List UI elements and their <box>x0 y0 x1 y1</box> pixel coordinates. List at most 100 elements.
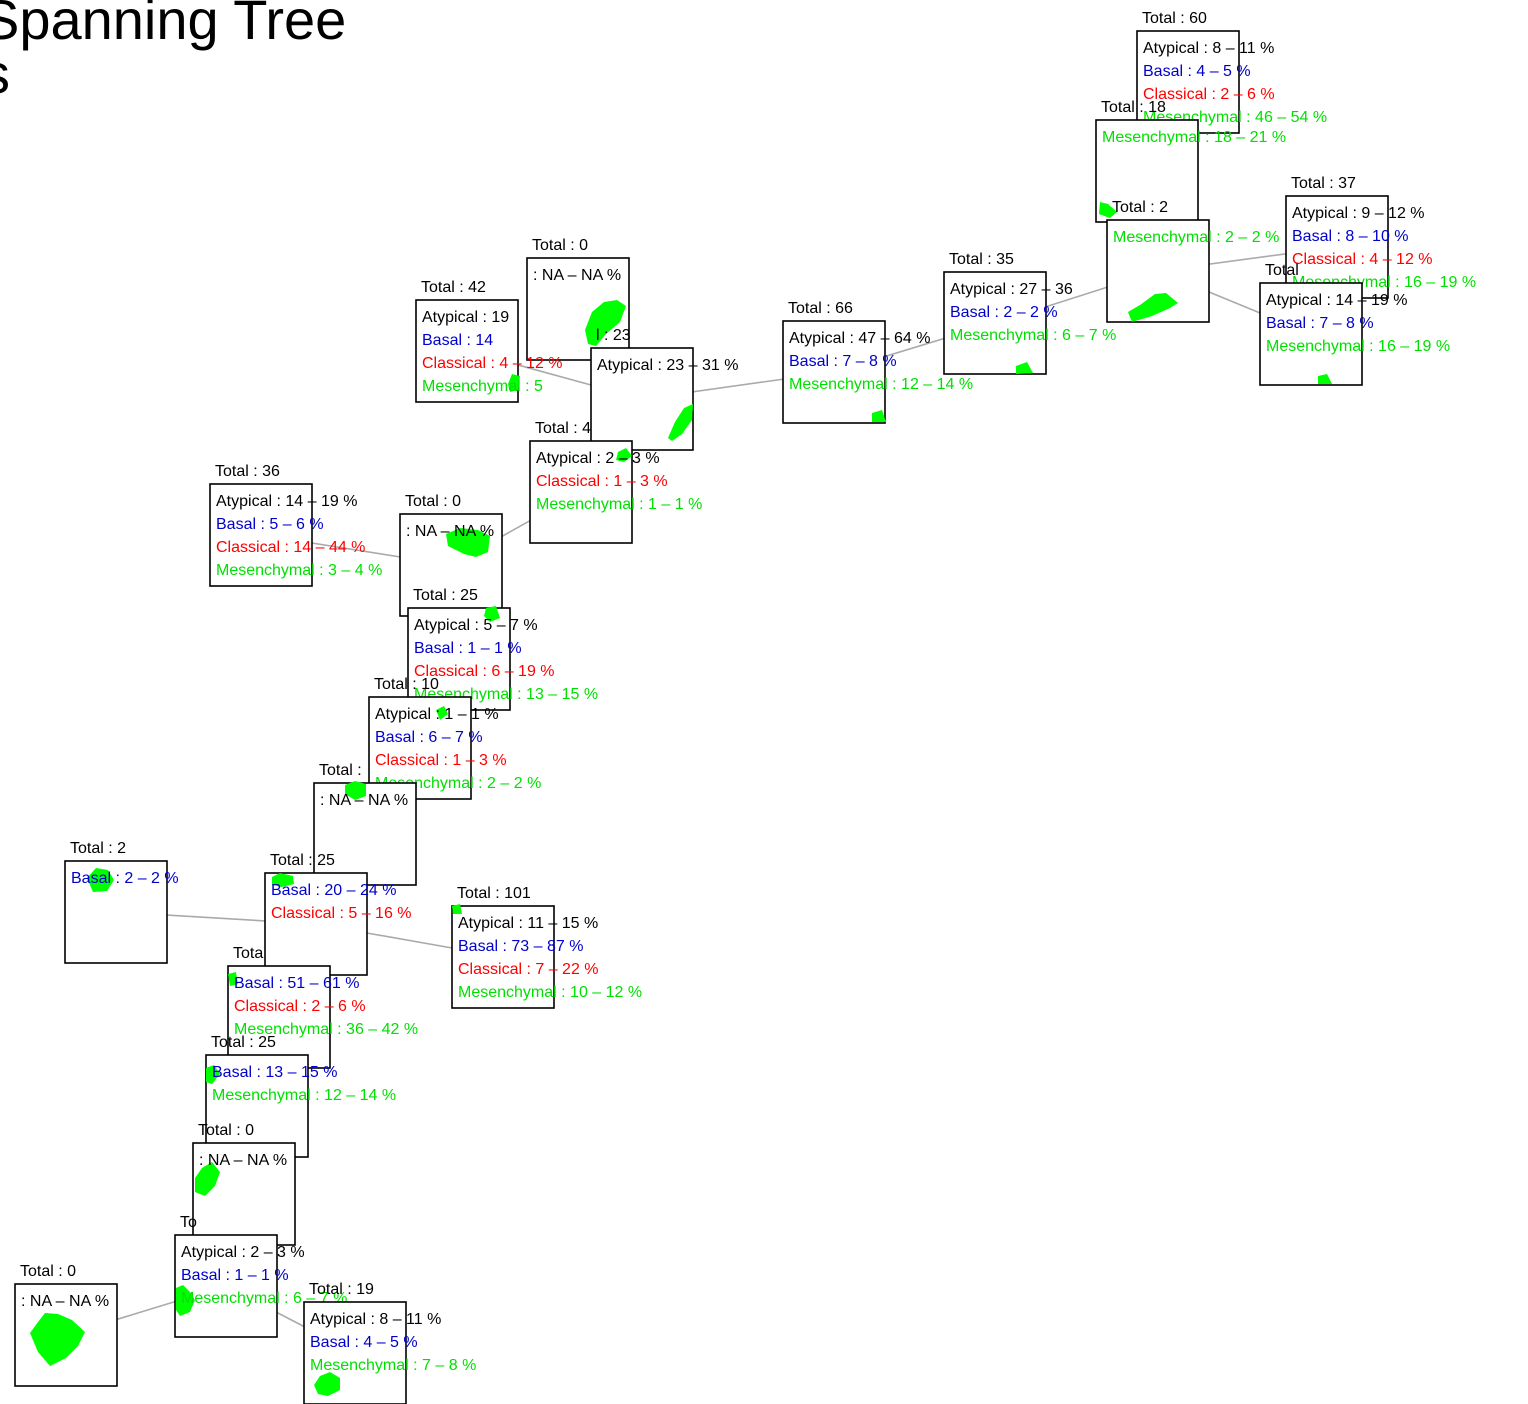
title-line-1: Spanning Tree <box>0 0 347 51</box>
node-frame <box>264 872 368 976</box>
node-mesenchymal-label: Mesenchymal : 3 – 4 % <box>216 562 382 579</box>
node-atypical-label: Atypical : 19 <box>422 309 509 326</box>
node-atypical-label: : NA – NA % <box>533 267 621 284</box>
node-mesenchymal-label: Mesenchymal : 12 – 14 % <box>212 1087 396 1104</box>
node-frame <box>227 965 331 1069</box>
node-classical-label: Classical : 14 – 44 % <box>216 539 365 556</box>
node-atypical-label: Atypical : 8 – 11 % <box>310 1311 441 1328</box>
node-frame <box>451 905 555 1009</box>
node-mesenchymal-label: Mesenchymal : 7 – 8 % <box>310 1357 476 1374</box>
node-basal-label: Basal : 20 – 24 % <box>271 882 396 899</box>
tree-node: Total : 0 : NA – NA % <box>526 237 630 361</box>
node-total-label: Total : <box>319 762 362 779</box>
tree-node: Total : 25 Basal : 20 – 24 % Classical : 5… <box>264 852 412 976</box>
node-map-blob <box>484 606 500 622</box>
node-classical-label: Classical : 6 – 19 % <box>414 663 555 680</box>
node-frame <box>205 1054 309 1158</box>
node-map-blob <box>452 904 462 914</box>
node-total-label: Total : 0 <box>405 493 461 510</box>
node-total-label: Tota <box>233 945 263 962</box>
node-basal-label: Basal : 1 – 1 % <box>181 1267 289 1284</box>
node-frame <box>415 299 519 403</box>
node-total-label: Total : 0 <box>532 237 588 254</box>
title-line-2: s <box>0 46 10 102</box>
node-basal-label: Basal : 4 – 5 % <box>1143 63 1251 80</box>
node-map-blob <box>1128 293 1178 322</box>
node-total-label: Total : 36 <box>215 463 280 480</box>
node-mesenchymal-label: Mesenchymal : 16 – 19 % <box>1266 338 1450 355</box>
node-atypical-label: Atypical : 8 – 11 % <box>1143 40 1274 57</box>
node-atypical-label: Atypical : 27 – 36 <box>950 281 1073 298</box>
tree-node: Total : 18 Mesenchymal : 18 – 21 % <box>1095 99 1286 223</box>
node-atypical-label: Atypical : 14 – 19 % <box>1266 292 1407 309</box>
node-classical-label: Classical : 7 – 22 % <box>458 961 599 978</box>
node-classical-label: Classical : 1 – 3 % <box>375 752 507 769</box>
node-frame <box>1136 30 1240 134</box>
node-atypical-label: Atypical : 14 – 19 % <box>216 493 357 510</box>
node-frame <box>313 782 417 886</box>
node-total-label: Total : 4 <box>535 420 591 437</box>
node-mesenchymal-label: Mesenchymal : 18 – 21 % <box>1102 129 1286 146</box>
node-basal-label: Basal : 7 – 8 % <box>1266 315 1374 332</box>
node-basal-label: Basal : 51 – 61 % <box>234 975 359 992</box>
node-basal-label: Basal : 2 – 2 % <box>71 870 179 887</box>
node-map-blob <box>87 868 114 892</box>
node-frame <box>192 1142 296 1246</box>
node-map-blob <box>668 404 693 441</box>
tree-node: Total : 0: NA – NA % <box>14 1263 118 1387</box>
node-map-blob <box>228 972 238 986</box>
node-mesenchymal-label: Mesenchymal : 12 – 14 % <box>789 376 973 393</box>
node-classical-label: Classical : 2 – 6 % <box>1143 86 1275 103</box>
node-basal-label: Basal : 6 – 7 % <box>375 729 483 746</box>
node-total-label: Total : 66 <box>788 300 853 317</box>
node-basal-label: Basal : 8 – 10 % <box>1292 228 1409 245</box>
node-map-blob <box>314 1372 340 1396</box>
node-total-label: Total : 0 <box>198 1122 254 1139</box>
node-frame <box>943 271 1047 375</box>
node-atypical-label: : NA – NA % <box>199 1152 287 1169</box>
node-basal-label: Basal : 13 – 15 % <box>212 1064 337 1081</box>
node-frame <box>1095 119 1199 223</box>
node-atypical-label: : NA – NA % <box>21 1293 109 1310</box>
node-atypical-label: Atypical : 2 – 3 % <box>536 450 660 467</box>
node-mesenchymal-label: Mesenchymal : 5 <box>422 378 543 395</box>
node-frame <box>782 320 886 424</box>
node-map-blob <box>176 1285 195 1316</box>
node-frame <box>529 440 633 544</box>
tree-node: Total :: NA – NA % <box>313 762 417 886</box>
node-map-blob <box>30 1313 85 1366</box>
tree-node: Total : 0 : NA – NA % <box>399 493 503 617</box>
node-classical-label: Classical : 2 – 6 % <box>234 998 366 1015</box>
node-classical-label: Classical : 4 – 12 % <box>422 355 563 372</box>
node-total-label: Total : 19 <box>309 1281 374 1298</box>
node-basal-label: Basal : 73 – 87 % <box>458 938 583 955</box>
node-classical-label: Classical : 5 – 16 % <box>271 905 412 922</box>
node-total-label: Total : 42 <box>421 279 486 296</box>
node-frame <box>368 696 472 800</box>
tree-node: Total : 0 : NA – NA % <box>192 1122 296 1246</box>
node-map-blob <box>345 781 366 800</box>
node-map-blob <box>1099 202 1117 218</box>
node-mesenchymal-label: Mesenchymal : 1 – 1 % <box>536 496 702 513</box>
node-basal-label: Basal : 1 – 1 % <box>414 640 522 657</box>
node-atypical-label: : NA – NA % <box>406 523 494 540</box>
node-total-label: Total : 25 <box>270 852 335 869</box>
node-map-blob <box>272 873 294 887</box>
node-map-blob <box>585 300 626 346</box>
node-basal-label: Basal : 7 – 8 % <box>789 353 897 370</box>
node-total-label: Total : 18 <box>1101 99 1166 116</box>
